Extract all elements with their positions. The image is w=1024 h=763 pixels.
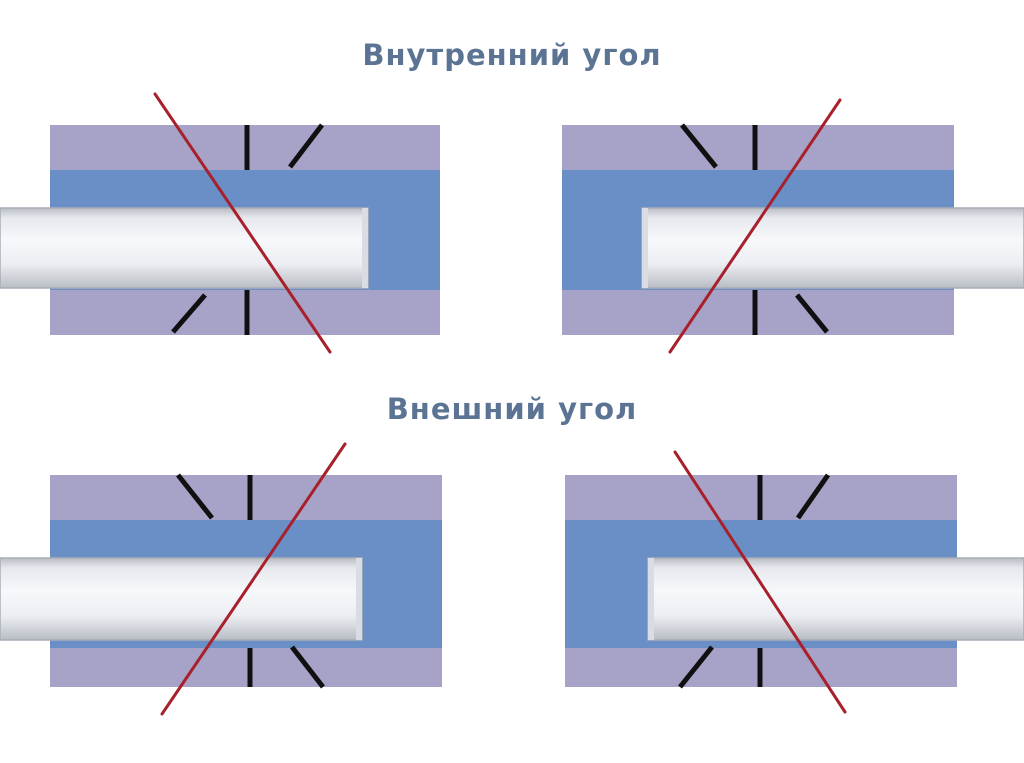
- guide-slot-diagonal-bottom: [795, 293, 829, 334]
- guide-slot-diagonal-bottom: [290, 645, 325, 689]
- baseboard: [0, 207, 369, 289]
- cut-direction-line: [673, 450, 847, 714]
- baseboard-body: [0, 557, 363, 641]
- panel-outer-corner-right: [565, 450, 1024, 714]
- guide-slot-diagonal-top: [176, 473, 214, 520]
- guide-slot-diagonal-top: [795, 473, 831, 520]
- heading-inner-corner: Внутренний угол: [362, 38, 662, 72]
- cut-direction-line: [160, 442, 347, 716]
- cut-direction-line: [668, 98, 842, 354]
- cut-direction-line: [153, 92, 332, 354]
- guide-slot-diagonal-top: [680, 123, 718, 169]
- baseboard-end: [356, 558, 362, 640]
- baseboard-end: [362, 208, 368, 288]
- baseboard: [641, 207, 1024, 289]
- panel-inner-corner-left: [0, 92, 440, 354]
- guide-slot-diagonal-top: [288, 123, 324, 169]
- baseboard-body: [0, 207, 369, 289]
- baseboard-end: [642, 208, 648, 288]
- guide-slot-diagonal-bottom: [171, 293, 207, 334]
- baseboard-end: [648, 558, 654, 640]
- baseboard: [0, 557, 363, 641]
- heading-outer-corner: Внешний угол: [386, 392, 638, 426]
- guide-slot-diagonal-bottom: [678, 645, 714, 689]
- baseboard: [647, 557, 1024, 641]
- panel-inner-corner-right: [562, 98, 1024, 354]
- baseboard-body: [647, 557, 1024, 641]
- baseboard-body: [641, 207, 1024, 289]
- panel-outer-corner-left: [0, 442, 442, 716]
